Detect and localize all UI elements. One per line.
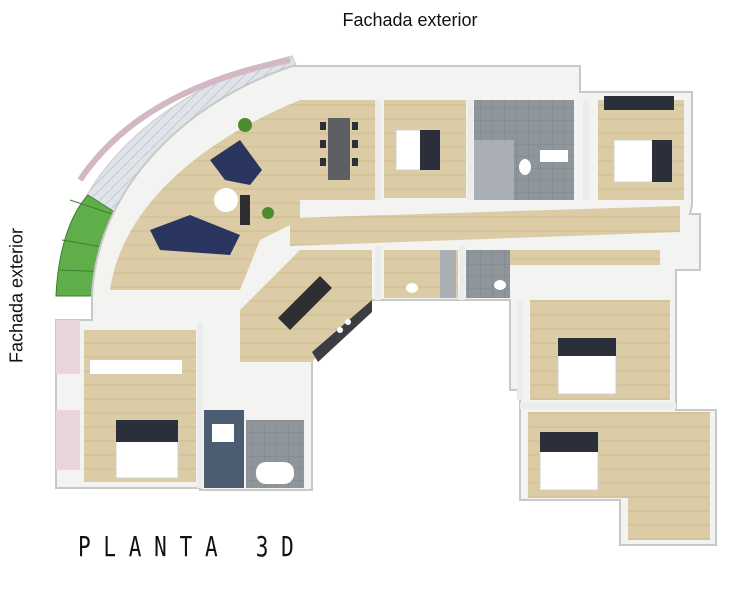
plant xyxy=(238,118,274,219)
left-window-panels xyxy=(56,320,80,470)
master-bedroom xyxy=(598,96,684,200)
plan-title: PLANTA 3D xyxy=(78,530,307,563)
kitchen xyxy=(240,250,372,362)
bedroom-right-2 xyxy=(528,412,710,540)
bedroom-left xyxy=(84,330,196,482)
interior-walls xyxy=(197,100,676,488)
corridor xyxy=(290,206,680,246)
bedroom-top-1 xyxy=(384,100,466,198)
sofa-set xyxy=(150,140,262,255)
bathroom-top xyxy=(474,100,574,200)
bathroom-middle-1 xyxy=(384,250,458,298)
bedroom-right-1 xyxy=(530,300,670,400)
facade-top-label: Fachada exterior xyxy=(342,10,478,30)
bathroom-bottom xyxy=(204,410,304,488)
bathroom-middle-2 xyxy=(466,250,510,298)
dining-table xyxy=(320,118,358,180)
